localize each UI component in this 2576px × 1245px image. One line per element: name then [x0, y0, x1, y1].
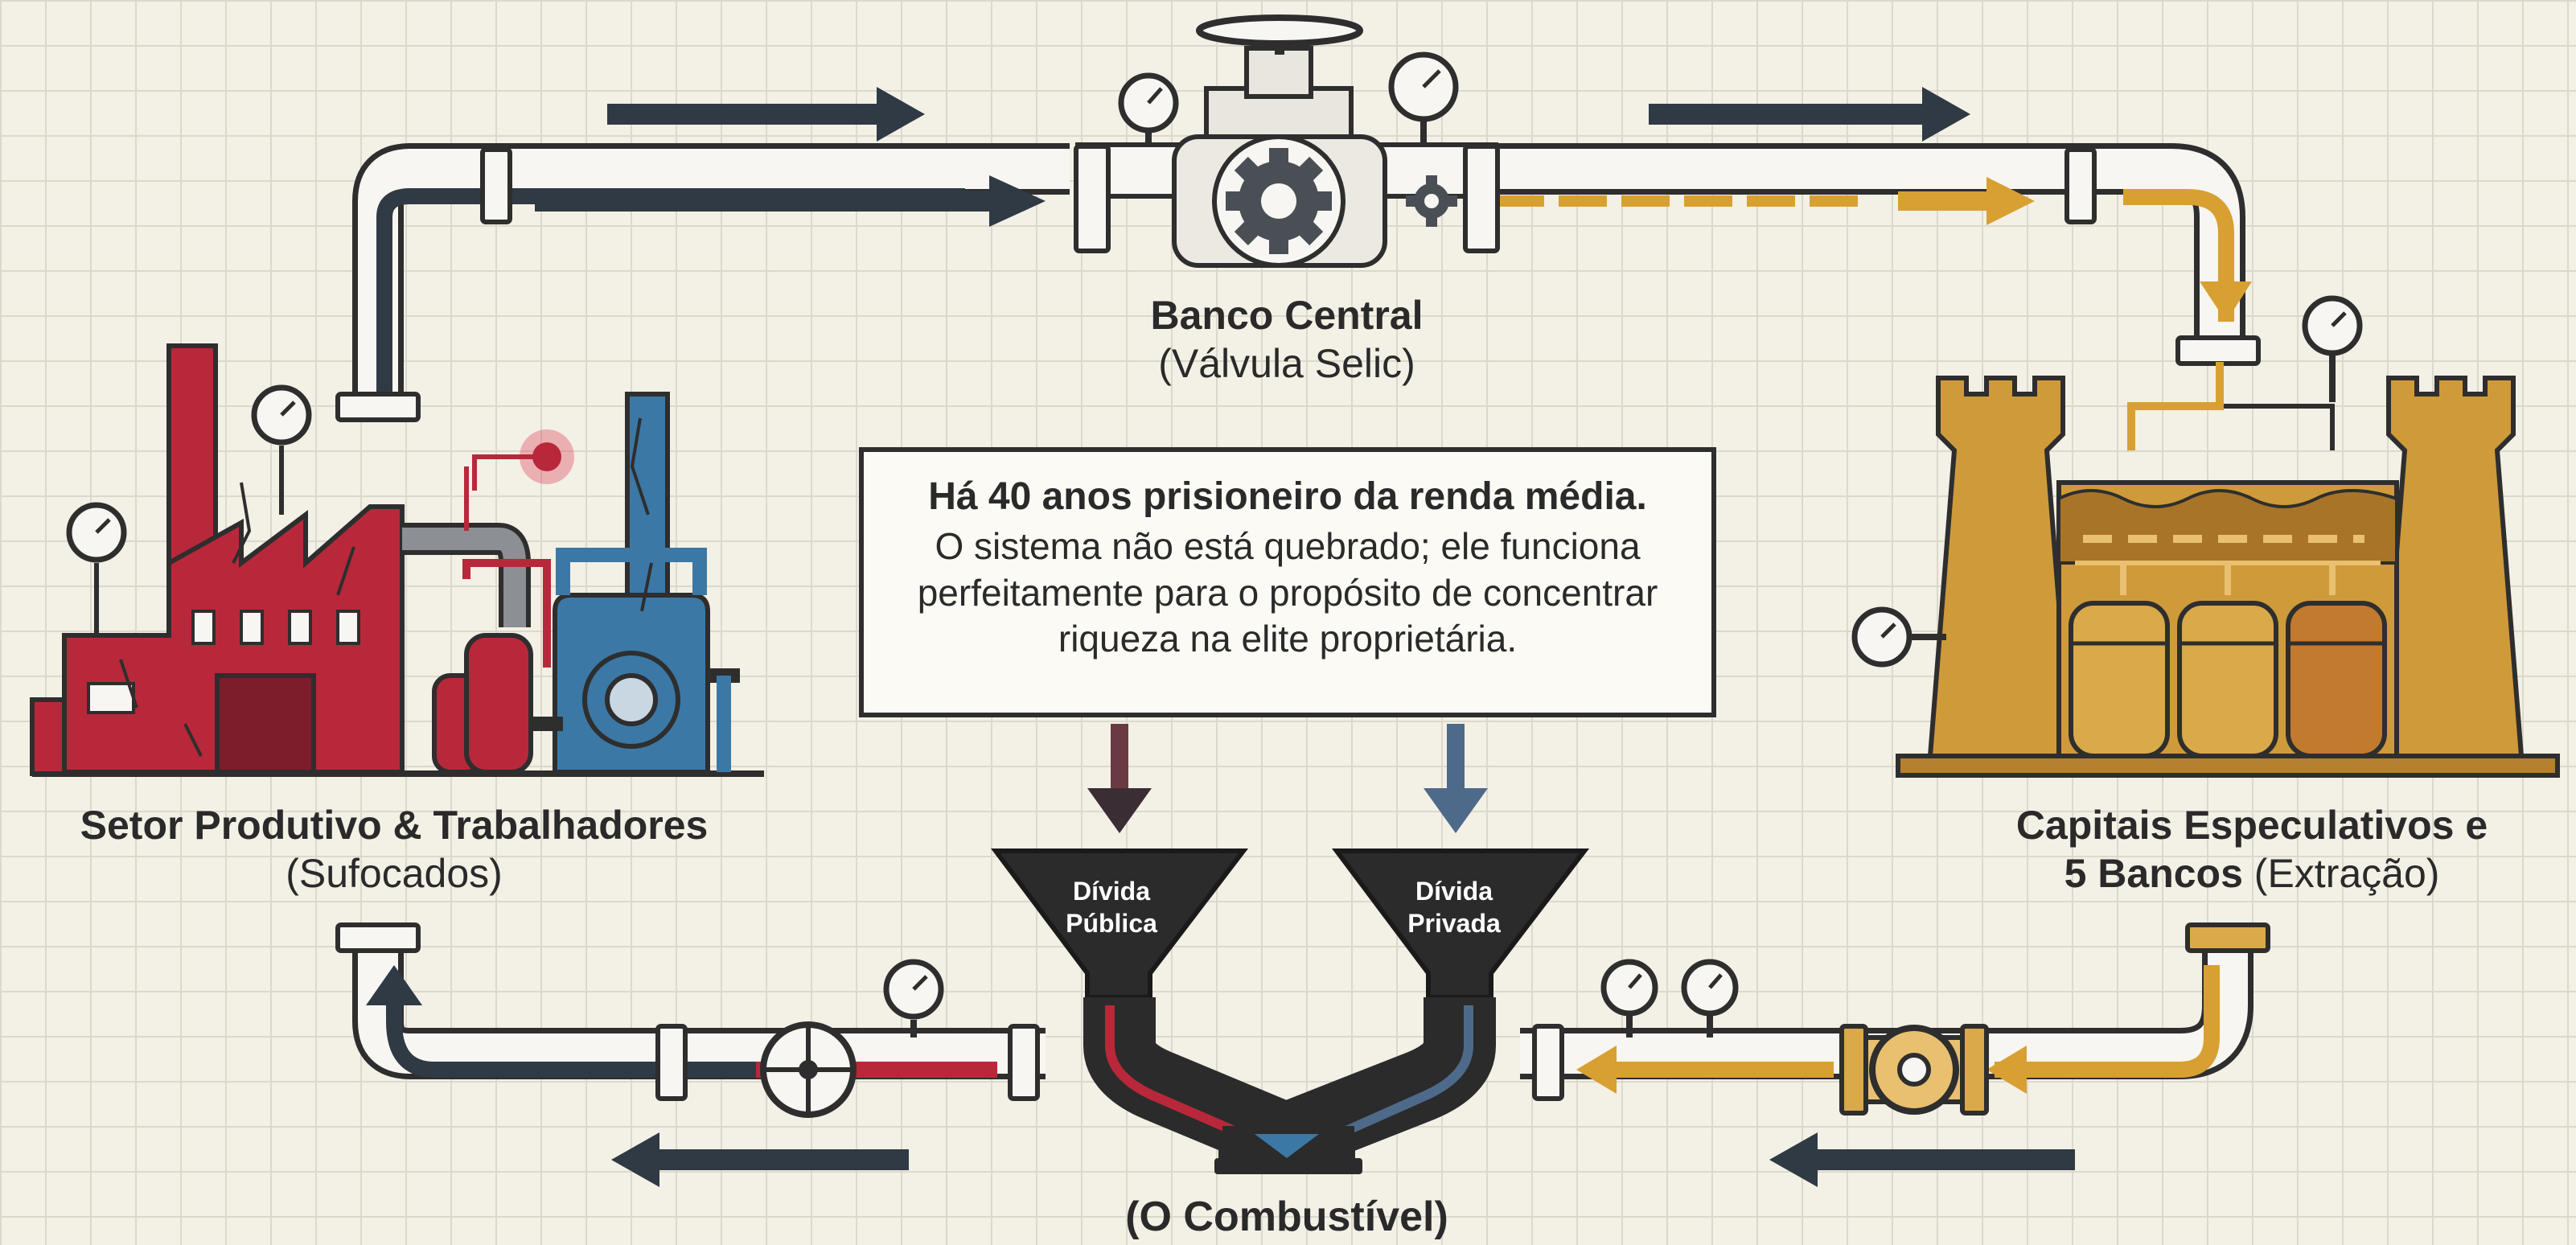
arrow-head-gold: [1576, 1046, 1617, 1094]
banco-central-title: Banco Central: [1150, 293, 1424, 338]
funnel-label-privada: Dívida Privada: [1407, 877, 1501, 938]
arrow-head: [1922, 87, 1970, 142]
gear-icon: [1226, 148, 1332, 254]
factory-illustration: [30, 343, 764, 777]
top-pipe: [335, 143, 2261, 422]
bottom-pipe: [335, 922, 2270, 1187]
message-body: O sistema não está quebrado; ele funcion…: [917, 525, 1658, 659]
debt-funnels: [991, 724, 1590, 1174]
arrow-head: [611, 1132, 659, 1187]
arrow-head-gold: [2200, 281, 2252, 322]
capitais-title-sub: (Extração): [2242, 851, 2440, 896]
banco-central-label: Banco Central (Válvula Selic): [1078, 291, 1496, 388]
capitais-title-bold: 5 Bancos: [2064, 851, 2243, 896]
storage-tank-icon: [2286, 601, 2387, 758]
message-box: Há 40 anos prisioneiro da renda média. O…: [859, 447, 1716, 717]
combustivel-label: (O Combustível): [1046, 1192, 1528, 1242]
handwheel-icon: [1196, 14, 1363, 47]
setor-produtivo-title: Setor Produtivo & Trabalhadores: [80, 803, 709, 848]
capitais-label: Capitais Especulativos e 5 Bancos (Extra…: [1946, 801, 2558, 898]
combustivel-title: (O Combustível): [1125, 1194, 1448, 1240]
flow-arrows-top: [535, 87, 2252, 322]
storage-tank-icon: [2069, 601, 2170, 758]
arrow-head: [366, 965, 422, 1005]
funnel-label-publica: Dívida Pública: [1066, 877, 1157, 938]
arrow-head: [877, 87, 925, 142]
setor-produtivo-label: Setor Produtivo & Trabalhadores (Sufocad…: [32, 801, 756, 898]
arrow-head: [1769, 1132, 1818, 1187]
small-gear-icon: [1406, 175, 1457, 227]
setor-produtivo-subtitle: (Sufocados): [286, 851, 503, 896]
message-headline: Há 40 anos prisioneiro da renda média.: [928, 475, 1647, 518]
arrow-head: [989, 175, 1046, 227]
storage-tank-icon: [2177, 601, 2278, 758]
selic-valve: [1074, 14, 1500, 268]
capitais-title-line1: Capitais Especulativos e: [2015, 803, 2488, 848]
castle-illustration: [1851, 295, 2560, 778]
arrow-head-gold: [1986, 177, 2035, 225]
banco-central-subtitle: (Válvula Selic): [1158, 341, 1415, 386]
arrow-head-gold: [1986, 1046, 2027, 1094]
